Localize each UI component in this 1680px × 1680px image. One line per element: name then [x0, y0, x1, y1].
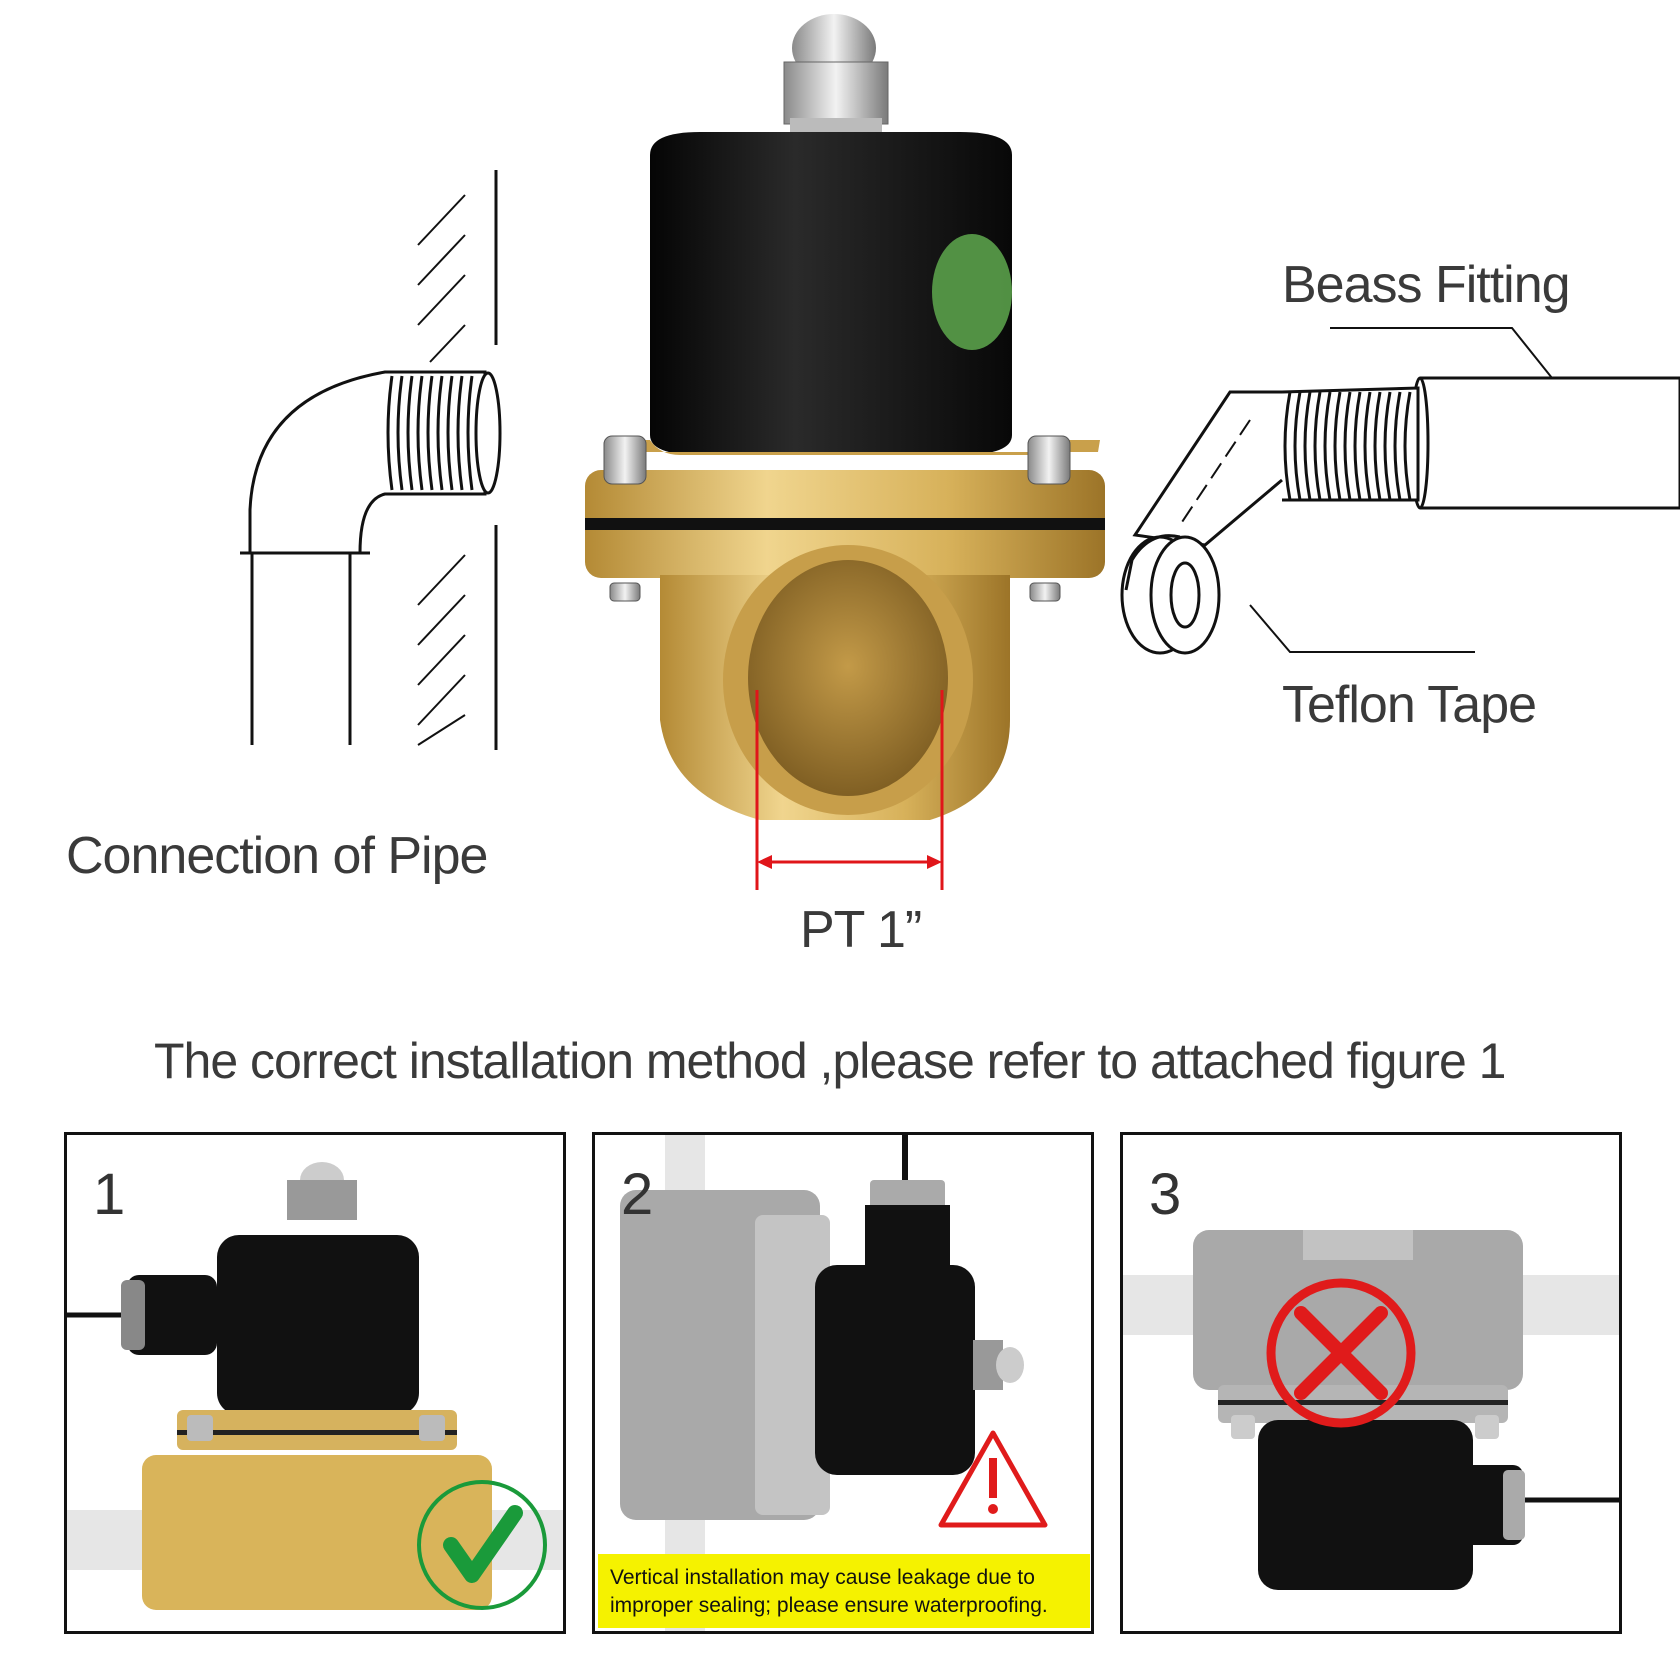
warning-triangle-icon	[938, 1430, 1048, 1528]
panel-number: 2	[621, 1162, 654, 1227]
vertical-installation-warning-text: Vertical installation may cause leakage …	[598, 1554, 1090, 1628]
valve-sideways-illustration	[620, 1135, 1024, 1631]
panel-incorrect-installation: 3	[1120, 1132, 1622, 1634]
connection-of-pipe-label: Connection of Pipe	[66, 827, 488, 885]
red-x-icon	[1266, 1278, 1416, 1428]
panel-vertical-installation-warning: 2 Vertical installation may cause leakag…	[592, 1132, 1094, 1634]
panel-number: 1	[93, 1162, 126, 1227]
valve-upright-illustration	[67, 1162, 563, 1610]
panel-number: 3	[1149, 1162, 1182, 1227]
port-size-label: PT 1”	[800, 901, 922, 959]
brass-fitting-label: Beass Fitting	[1282, 256, 1571, 314]
installation-instruction: The correct installation method ,please …	[154, 1033, 1506, 1089]
teflon-tape-label: Teflon Tape	[1282, 676, 1537, 734]
green-check-icon	[417, 1480, 547, 1610]
panel-correct-installation: 1	[64, 1132, 566, 1634]
